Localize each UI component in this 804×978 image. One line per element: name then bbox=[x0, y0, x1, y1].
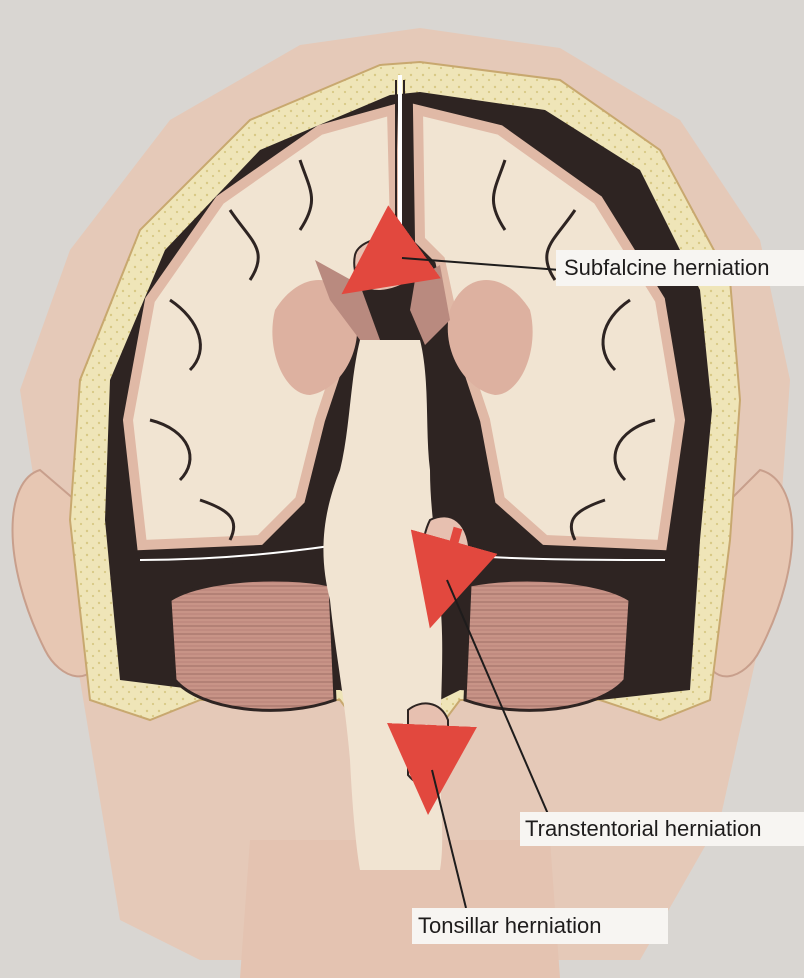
transtentorial-herniation-label: Transtentorial herniation bbox=[525, 818, 761, 840]
right-cerebellum bbox=[465, 580, 630, 710]
subfalcine-herniation-label: Subfalcine herniation bbox=[564, 257, 769, 279]
left-cerebellum bbox=[170, 580, 335, 710]
tonsillar-arrow bbox=[430, 725, 432, 770]
tonsillar-herniation-label: Tonsillar herniation bbox=[418, 915, 601, 937]
